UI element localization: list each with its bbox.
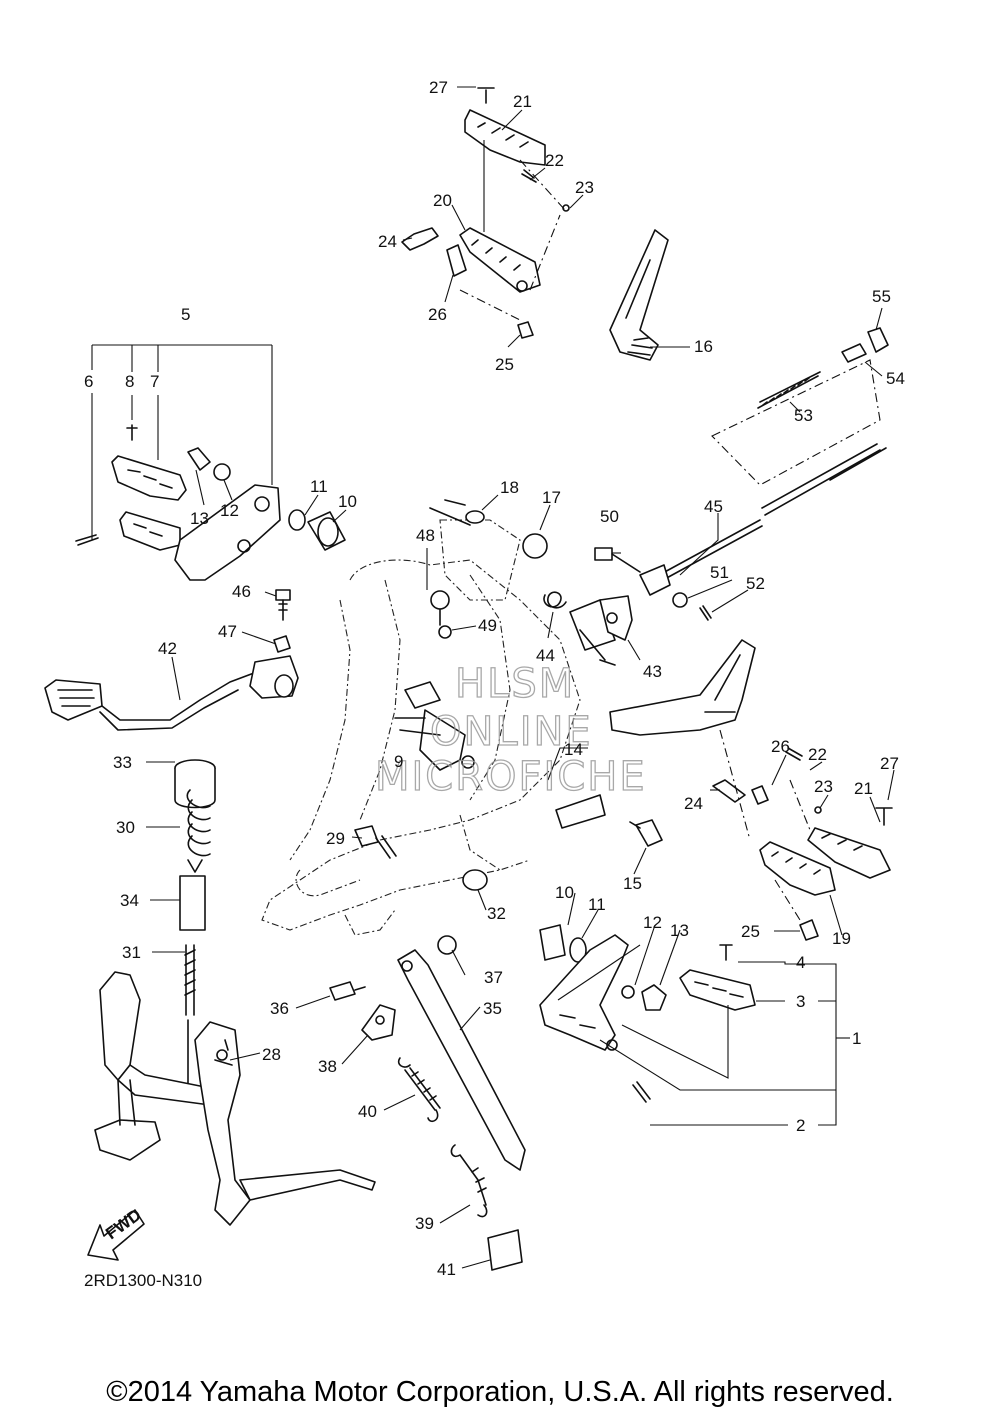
- callout-23: 23: [575, 178, 594, 197]
- rear-bracket-14: [555, 639, 756, 829]
- callout-43: 43: [643, 662, 662, 681]
- callout-6: 6: [84, 372, 93, 391]
- callout-42: 42: [158, 639, 177, 658]
- callout-17: 17: [542, 488, 561, 507]
- callout-20: 20: [433, 191, 452, 210]
- shift-shaft: [543, 591, 633, 666]
- callout-25: 25: [495, 355, 514, 374]
- callout-30: 30: [116, 818, 135, 837]
- callout-27: 27: [429, 78, 448, 97]
- watermark-line-1: HLSM: [455, 661, 575, 707]
- fwd-arrow-icon: FWD: [87, 1205, 145, 1261]
- callout-26: 26: [428, 305, 447, 324]
- shift-rod: [594, 327, 889, 621]
- shift-pedal-42: [44, 655, 299, 731]
- callout-34: 34: [120, 891, 139, 910]
- callout-5: 5: [181, 305, 190, 324]
- callout-46: 46: [232, 582, 251, 601]
- watermark-line-2: ONLINE: [430, 709, 593, 755]
- plate-18: [429, 499, 548, 559]
- spring-stack: [174, 759, 216, 1101]
- leader-lines: [91, 86, 895, 1269]
- lower-fasteners: [354, 819, 663, 963]
- watermark: HLSM ONLINE MICROFICHE: [374, 660, 647, 800]
- callouts: 27 21 22 23 20 24 26 25 16 55 54 53 5 6 …: [84, 78, 905, 1279]
- callout-54: 54: [886, 369, 905, 388]
- callout-52: 52: [746, 574, 765, 593]
- callout-50: 50: [600, 507, 619, 526]
- callout-13: 13: [190, 509, 209, 528]
- callout-2: 2: [796, 1116, 805, 1135]
- bushings-top: [288, 509, 346, 551]
- rear-footrest-upper: [401, 87, 570, 339]
- callout-1: 1: [852, 1029, 861, 1048]
- frame-outline: [261, 519, 581, 936]
- callout-40: 40: [358, 1102, 377, 1121]
- callout-12: 12: [220, 501, 239, 520]
- callout-29: 29: [326, 829, 345, 848]
- callout-15: 15: [623, 874, 642, 893]
- callout-22: 22: [545, 151, 564, 170]
- callout-31: 31: [122, 943, 141, 962]
- callout-14: 14: [564, 740, 583, 759]
- callout-28: 28: [262, 1045, 281, 1064]
- callout-24: 24: [378, 232, 397, 251]
- callout-51: 51: [710, 563, 729, 582]
- shift-linkage: [394, 681, 475, 771]
- callout-9: 9: [394, 752, 403, 771]
- footrest-left: [75, 424, 281, 581]
- bolt-46-group: [273, 589, 452, 653]
- callout-41: 41: [437, 1260, 456, 1279]
- callout-11: 11: [588, 895, 606, 914]
- callout-18: 18: [500, 478, 519, 497]
- side-stand: [329, 935, 526, 1271]
- callout-39: 39: [415, 1214, 434, 1233]
- watermark-line-3: MICROFICHE: [375, 754, 647, 800]
- callout-45: 45: [704, 497, 723, 516]
- callout-35: 35: [483, 999, 502, 1018]
- callout-53: 53: [794, 406, 813, 425]
- callout-10: 10: [338, 492, 357, 511]
- callout-7: 7: [150, 372, 159, 391]
- callout-11: 11: [310, 477, 328, 496]
- callout-26: 26: [771, 737, 790, 756]
- callout-13: 13: [670, 921, 689, 940]
- callout-21: 21: [513, 92, 532, 111]
- callout-36: 36: [270, 999, 289, 1018]
- callout-25: 25: [741, 922, 760, 941]
- callout-32: 32: [487, 904, 506, 923]
- main-stand-28: [94, 971, 376, 1226]
- callout-21: 21: [854, 779, 873, 798]
- rear-footrest-right: [712, 729, 893, 941]
- callout-48: 48: [416, 526, 435, 545]
- callout-23: 23: [814, 777, 833, 796]
- callout-22: 22: [808, 745, 827, 764]
- callout-12: 12: [643, 913, 662, 932]
- footrest-right: [539, 934, 756, 1103]
- callout-49: 49: [478, 616, 497, 635]
- callout-19: 19: [832, 929, 851, 948]
- callout-33: 33: [113, 753, 132, 772]
- callout-16: 16: [694, 337, 713, 356]
- callout-10: 10: [555, 883, 574, 902]
- callout-24: 24: [684, 794, 703, 813]
- diagram-code: 2RD1300-N310: [84, 1271, 202, 1290]
- callout-55: 55: [872, 287, 891, 306]
- callout-37: 37: [484, 968, 503, 987]
- callout-27: 27: [880, 754, 899, 773]
- callout-38: 38: [318, 1057, 337, 1076]
- callout-8: 8: [125, 372, 134, 391]
- callout-4: 4: [796, 953, 805, 972]
- bracket-16: [609, 229, 669, 361]
- callout-47: 47: [218, 622, 237, 641]
- callout-44: 44: [536, 646, 555, 665]
- copyright-notice: ©2014 Yamaha Motor Corporation, U.S.A. A…: [106, 1376, 894, 1408]
- callout-3: 3: [796, 992, 805, 1011]
